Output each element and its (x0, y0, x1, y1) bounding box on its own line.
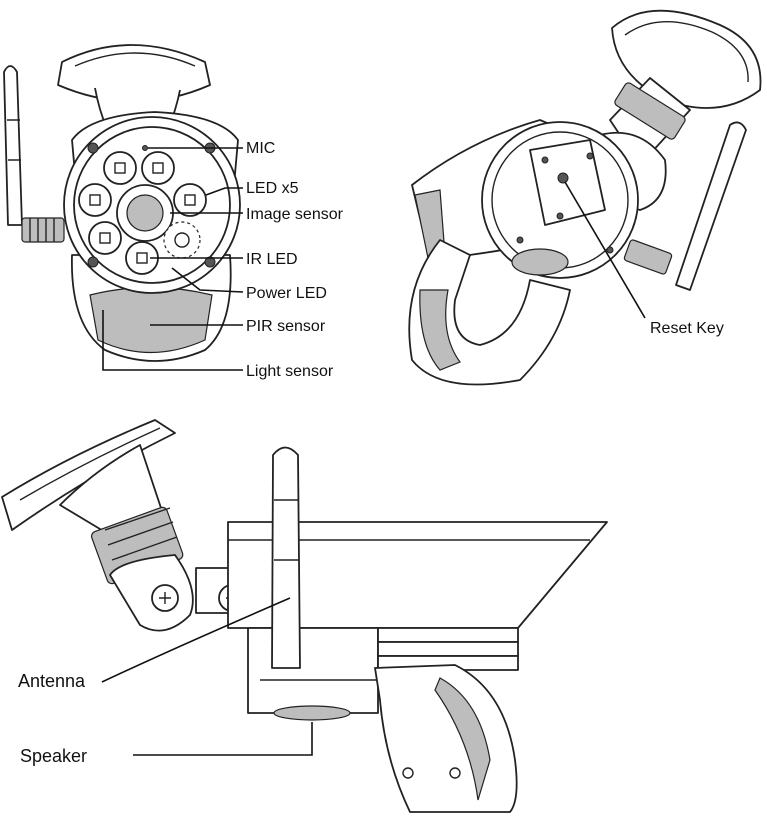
label-image-sensor: Image sensor (246, 206, 344, 223)
front-ir-led (136, 252, 148, 264)
rear-reset-key (557, 172, 569, 184)
front-pir-window (89, 286, 213, 353)
side-bracket (109, 554, 194, 632)
label-mic: MIC (246, 140, 275, 157)
label-light-sensor: Light sensor (246, 363, 334, 380)
label-ir-led: IR LED (246, 251, 298, 268)
front-lens (126, 194, 164, 232)
label-led: LED x5 (246, 180, 299, 197)
rear-antenna (623, 121, 747, 291)
label-reset-key: Reset Key (650, 320, 724, 337)
rear-speaker-grill (511, 248, 569, 276)
label-power-led: Power LED (246, 285, 327, 302)
label-pir-sensor: PIR sensor (246, 318, 326, 335)
side-fins (377, 627, 519, 671)
antenna-leader-line (101, 597, 291, 683)
rear-leader-line (564, 181, 646, 319)
front-mic-hole (142, 145, 148, 151)
front-leader-lines (102, 147, 244, 371)
speaker-leader-line (133, 722, 313, 756)
side-mount-neck (59, 444, 166, 536)
front-view-camera (3, 44, 241, 362)
side-antenna (271, 446, 301, 669)
label-speaker: Speaker (20, 746, 87, 766)
side-speaker (273, 705, 351, 721)
side-mount-plate (1, 419, 176, 531)
rear-collar (614, 82, 686, 140)
side-body (247, 627, 379, 714)
side-view-camera (1, 419, 608, 813)
front-antenna (3, 65, 65, 243)
front-led-group (78, 151, 207, 255)
rear-back-panel (529, 139, 606, 226)
label-antenna: Antenna (18, 671, 86, 691)
